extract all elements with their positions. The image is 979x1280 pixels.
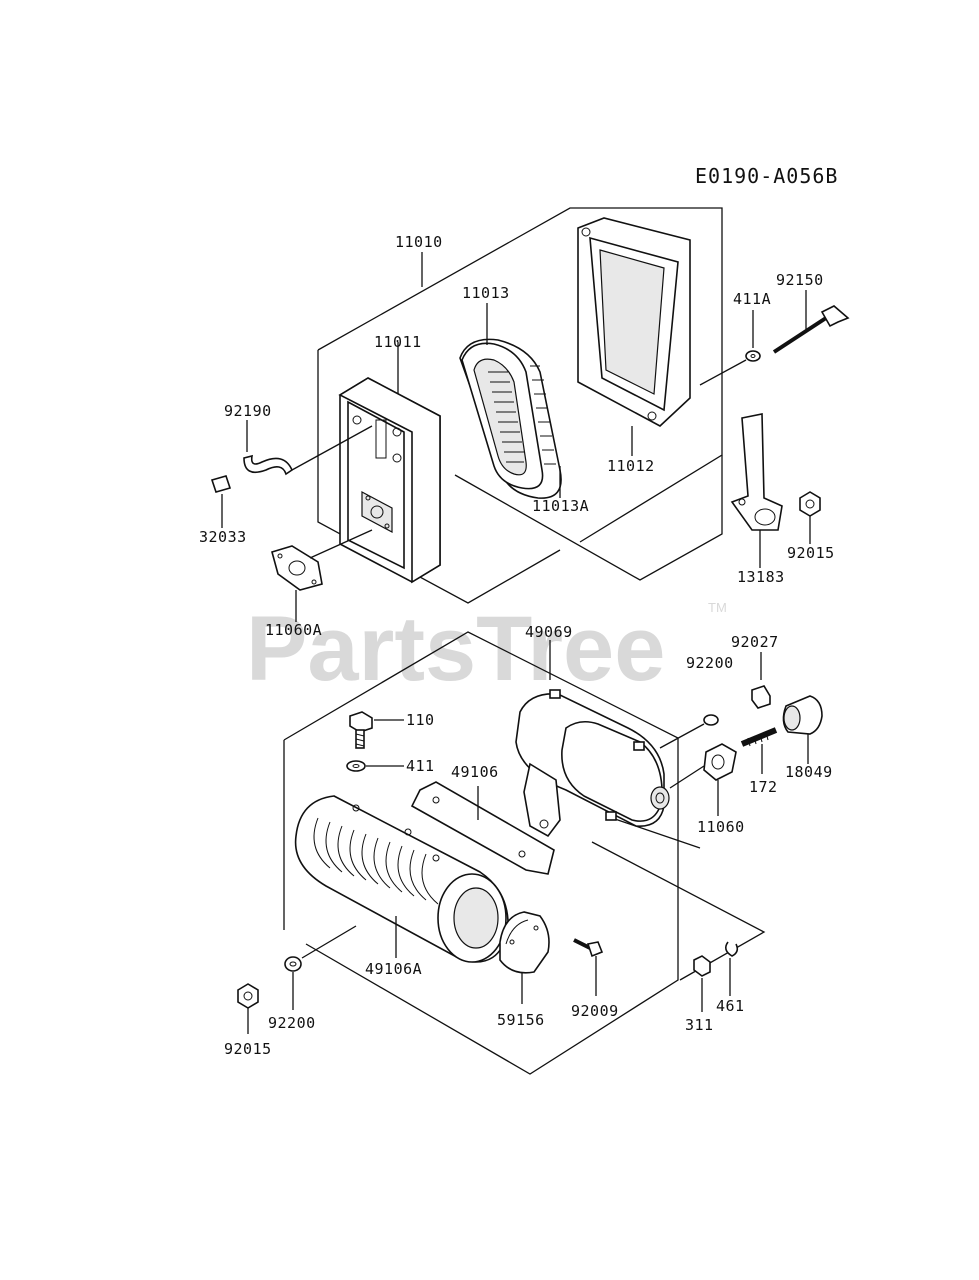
muffler-plate-49106[interactable] — [410, 781, 555, 875]
watermark-trademark: TM — [708, 600, 727, 615]
wing-bolt-92150[interactable] — [772, 290, 850, 354]
label-49106A: 49106A — [365, 960, 422, 978]
washer-92200-top[interactable] — [659, 714, 719, 749]
label-11012: 11012 — [607, 457, 655, 475]
gasket-11060A[interactable] — [271, 529, 373, 622]
muffler-guard-49106A[interactable] — [294, 795, 509, 963]
label-92009: 92009 — [571, 1002, 619, 1020]
label-92015-top: 92015 — [787, 544, 835, 562]
label-110: 110 — [406, 711, 435, 729]
washer-411[interactable] — [346, 760, 404, 772]
muffler-body-49069[interactable] — [515, 689, 670, 838]
nut-92015-bottom[interactable] — [237, 983, 259, 1034]
air-filter-element-11013[interactable] — [459, 303, 562, 499]
gasket-11060[interactable] — [669, 743, 737, 816]
clip-461[interactable] — [724, 941, 739, 996]
nut-92015-top[interactable] — [799, 491, 821, 544]
arrester-cap-18049[interactable] — [782, 695, 823, 764]
bolt-110[interactable] — [349, 711, 404, 749]
label-92027: 92027 — [731, 633, 779, 651]
collar-92027[interactable] — [751, 652, 771, 709]
label-11013: 11013 — [462, 284, 510, 302]
label-32033: 32033 — [199, 528, 247, 546]
label-59156: 59156 — [497, 1011, 545, 1029]
stud-172[interactable] — [740, 727, 778, 774]
breather-hose-92190[interactable] — [243, 420, 373, 476]
spark-arrester-screen-59156[interactable] — [499, 911, 550, 1004]
label-411A: 411A — [733, 290, 771, 308]
watermark-text: PartsTree — [246, 598, 665, 700]
label-18049: 18049 — [785, 763, 833, 781]
label-11060: 11060 — [697, 818, 745, 836]
label-13183: 13183 — [737, 568, 785, 586]
label-11010: 11010 — [395, 233, 443, 251]
label-92015-bottom: 92015 — [224, 1040, 272, 1058]
label-11013A: 11013A — [532, 497, 589, 515]
label-92190: 92190 — [224, 402, 272, 420]
nut-311[interactable] — [693, 955, 711, 1012]
screw-92009[interactable] — [573, 938, 604, 996]
label-92200-top: 92200 — [686, 654, 734, 672]
label-11011: 11011 — [374, 333, 422, 351]
label-461: 461 — [716, 997, 745, 1015]
air-cleaner-cover-11012[interactable] — [577, 217, 691, 456]
hose-fitting-32033[interactable] — [210, 475, 232, 528]
washer-92200-bottom[interactable] — [284, 925, 357, 1010]
bracket-13183[interactable] — [730, 413, 783, 568]
label-172: 172 — [749, 778, 778, 796]
label-311: 311 — [685, 1016, 714, 1034]
washer-411A[interactable] — [699, 310, 761, 386]
diagram-code: E0190-A056B — [695, 164, 838, 188]
air-cleaner-base-11011[interactable] — [338, 342, 441, 584]
label-49106: 49106 — [451, 763, 499, 781]
label-411: 411 — [406, 757, 435, 775]
label-49069: 49069 — [525, 623, 573, 641]
part-labels: 11010 11013 11011 92190 32033 11013A 110… — [199, 233, 835, 1058]
label-92200-bottom: 92200 — [268, 1014, 316, 1032]
label-11060A: 11060A — [265, 621, 322, 639]
label-92150: 92150 — [776, 271, 824, 289]
